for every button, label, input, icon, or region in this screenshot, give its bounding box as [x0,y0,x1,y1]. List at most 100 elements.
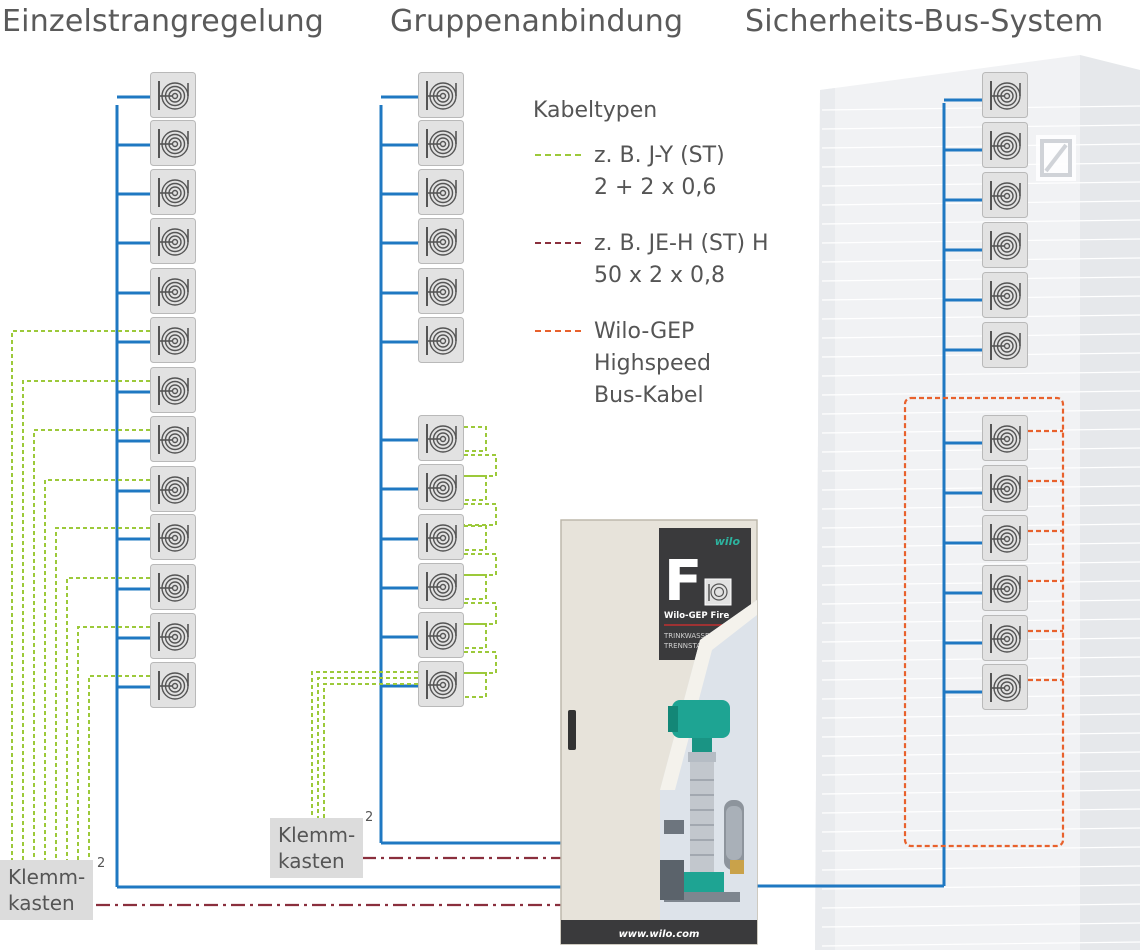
klemmkasten-middle-footnote: 2 [365,810,374,825]
building-floor-line [821,903,1140,909]
green-loop-cable [464,454,497,477]
green-loop-cable [464,672,487,698]
hose-reel-icon [150,416,196,462]
green-loop-cable [464,503,497,526]
hose-reel-icon [150,72,196,118]
green-loop-cable [464,574,487,600]
hose-reel-icon [150,564,196,610]
hose-reel-icon [418,218,464,264]
legend-item-wilo-bus: Wilo-GEP Highspeed Bus-Kabel [594,316,711,412]
building-floor-line [821,618,1140,624]
bank-logo-icon [1036,135,1076,181]
green-loop-cable [464,553,497,576]
klemmkasten-left: Klemm- kasten [0,860,94,920]
orange-bus-loop [903,396,1065,848]
legend-jy-line2: 2 + 2 x 0,6 [594,175,717,200]
hose-reel-icon [418,661,464,707]
green-loop-cable [464,475,487,501]
hose-reel-icon [982,615,1028,661]
hose-reel-icon [982,465,1028,511]
hose-reel-icon [418,317,464,363]
building-floor-line [821,770,1140,776]
hose-reel-icon [982,172,1028,218]
green-signal-cable [33,429,150,860]
building-floor-line [821,105,1140,111]
building-floor-line [821,124,1140,130]
building-floor-line [821,922,1140,928]
legend-bus-line2: Highspeed [594,351,712,376]
hose-reel-icon [982,322,1028,368]
legend-title: Kabeltypen [533,98,658,123]
legend-jeh-line2: 50 x 2 x 0,8 [594,263,725,288]
building-floor-line [821,808,1140,814]
klemmkasten-left-line1: Klemm- [8,865,86,889]
legend-jeh-line1: z. B. JE-H (ST) H [594,231,769,256]
legend-jy-line1: z. B. J-Y (ST) [594,143,725,168]
green-loop-cable [464,602,497,625]
klemmkasten-middle: Klemm- kasten [270,818,364,878]
legend-item-jeh: z. B. JE-H (ST) H 50 x 2 x 0,8 [594,228,769,292]
building-floor-line [821,162,1140,168]
hose-reel-icon [150,317,196,363]
building-floor-line [821,181,1140,187]
building-floor-line [821,732,1140,738]
building-floor-line [821,333,1140,339]
product-sub1: TRINKWASSER [663,632,714,640]
product-sub2: TRENNSTATI [663,642,707,650]
building-floor-line [821,200,1140,206]
green-signal-cable [55,527,150,860]
building-background [815,55,1140,950]
building-floor-line [821,276,1140,282]
building-floor-line [821,466,1140,472]
building-floor-line [821,504,1140,510]
building-floor-line [821,447,1140,453]
green-signal-cable [323,683,418,818]
building-floor-line [821,675,1140,681]
legend-item-jy: z. B. J-Y (ST) 2 + 2 x 0,6 [594,140,725,204]
building-floor-line [821,580,1140,586]
building-floor-line [821,789,1140,795]
hose-reel-icon [150,514,196,560]
green-signal-cable [88,675,150,860]
hose-reel-icon [418,612,464,658]
hose-reel-icon [982,415,1028,461]
hose-reel-icon [418,415,464,461]
hose-reel-icon [418,72,464,118]
building-floor-line [821,485,1140,491]
wilo-control-cabinet: wilo F Wilo-GEP Fire TRINKWASSER TRENNST… [560,519,758,945]
hose-reel-icon [418,120,464,166]
hose-reel-icon [150,169,196,215]
fire-letter: F [664,549,702,614]
wilo-url: www.wilo.com [619,929,700,940]
legend-swatch-orange-dashed [535,330,581,332]
building-floor-line [821,656,1140,662]
building-floor-line [821,371,1140,377]
building-floor-line [821,257,1140,263]
hose-reel-icon [150,466,196,512]
legend-bus-line3: Bus-Kabel [594,383,704,408]
hose-reel-icon [982,664,1028,710]
title-sicherheits-bus-system: Sicherheits-Bus-System [745,4,1104,39]
hose-reel-icon [418,464,464,510]
building-floor-line [821,390,1140,396]
green-signal-cable [311,671,418,818]
hose-reel-icon [982,515,1028,561]
green-signal-cable [44,479,150,860]
building-floor-line [821,884,1140,890]
product-name: Wilo-GEP Fire [664,611,729,621]
building-floor-line [821,314,1140,320]
klemmkasten-left-line2: kasten [8,891,75,915]
hose-reel-icon [982,222,1028,268]
klemmkasten-middle-line2: kasten [278,849,345,873]
hose-reel-icon [150,613,196,659]
hose-reel-icon [982,272,1028,318]
green-signal-cable [317,677,418,818]
hose-reel-icon [150,367,196,413]
green-loop-cable [464,426,487,452]
green-loop-cable [464,525,487,551]
building-floor-line [821,865,1140,871]
building-floor-line [821,599,1140,605]
green-loop-cable [464,623,487,649]
building-floor-line [821,694,1140,700]
